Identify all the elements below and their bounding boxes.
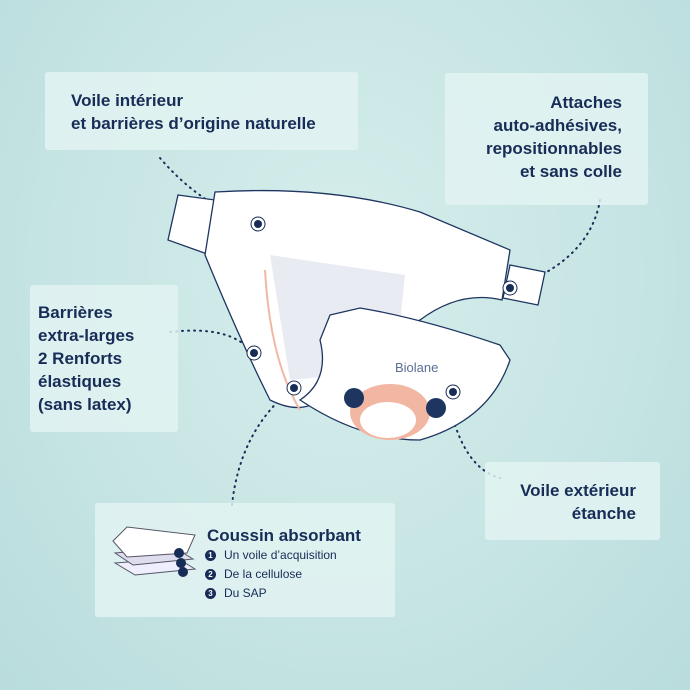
number-badge: 2	[205, 569, 216, 580]
callout-text: Voile intérieur	[71, 91, 184, 110]
callout-text: Attaches	[550, 93, 622, 112]
item-label: Du SAP	[224, 586, 267, 600]
layers-icon	[112, 526, 197, 577]
callout-outer-veil: Voile extérieur étanche	[485, 462, 660, 540]
list-item: 1 Un voile d’acquisition	[205, 546, 337, 565]
item-label: De la cellulose	[224, 567, 303, 581]
callout-text: étanche	[571, 504, 636, 523]
item-label: Un voile d’acquisition	[224, 548, 337, 562]
number-badge: 3	[205, 588, 216, 599]
callout-text: et sans colle	[519, 162, 622, 181]
number-badge: 1	[205, 550, 216, 561]
list-item: 2 De la cellulose	[205, 565, 337, 584]
callout-text: 2 Renforts	[38, 349, 123, 368]
cushion-list: 1 Un voile d’acquisition 2 De la cellulose…	[205, 546, 337, 603]
callout-text: auto-adhésives,	[493, 116, 623, 135]
callout-text: élastiques	[38, 372, 122, 391]
list-item: 3 Du SAP	[205, 584, 337, 603]
callout-text: Voile extérieur	[520, 481, 636, 500]
callout-text: Barrières	[38, 303, 113, 322]
callout-text: repositionnables	[485, 139, 622, 158]
brand-logo: Biolane	[395, 360, 438, 375]
callout-text: extra-larges	[38, 326, 135, 345]
callout-inner-veil: Voile intérieur et barrières d’origine n…	[45, 72, 358, 150]
callout-fasteners: Attaches auto-adhésives, repositionnable…	[445, 73, 648, 205]
diaper: Biolane	[167, 189, 546, 441]
cushion-box: Coussin absorbant 1 Un voile d’acquisitio…	[95, 503, 395, 617]
callout-text: et barrières d’origine naturelle	[71, 114, 316, 133]
callout-text: (sans latex)	[38, 395, 132, 414]
cushion-title: Coussin absorbant	[207, 526, 361, 545]
callout-barriers: Barrières extra-larges 2 Renforts élasti…	[30, 285, 178, 432]
callout-markers	[246, 216, 518, 400]
